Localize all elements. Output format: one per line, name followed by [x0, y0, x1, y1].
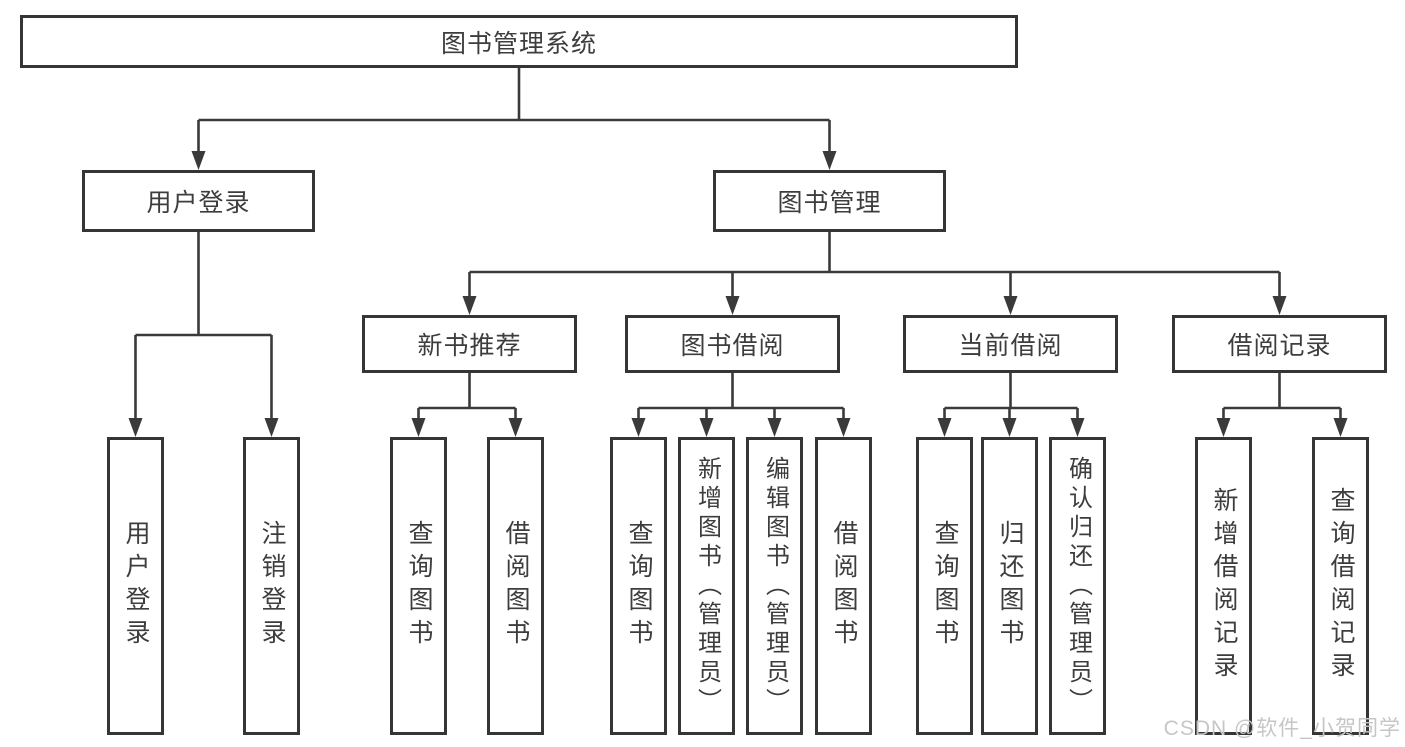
leaf-current-query-books: 查询图书: [916, 437, 973, 735]
node-label: 用户登录: [146, 189, 251, 217]
node-label: 图书管理系统: [440, 29, 597, 58]
node-borrow-records: 借阅记录: [1172, 315, 1387, 373]
leaf-edit-books-admin: 编辑图书（管理员）: [746, 437, 803, 735]
csdn-watermark: CSDN @软件_小贺同学: [1163, 717, 1401, 740]
leaf-borrow-books: 借阅图书: [815, 437, 872, 735]
node-library-management-system: 图书管理系统: [20, 15, 1018, 68]
node-label: 借阅记录: [1227, 332, 1332, 360]
node-label: 注销登录: [258, 520, 286, 652]
node-current-borrow: 当前借阅: [903, 315, 1118, 373]
leaf-recommend-borrow-books: 借阅图书: [487, 437, 544, 735]
node-label: 查询图书: [405, 520, 433, 652]
leaf-query-borrow-record: 查询借阅记录: [1312, 437, 1369, 735]
node-label: 借阅图书: [830, 520, 858, 652]
node-book-management: 图书管理: [713, 170, 946, 232]
node-label: 图书借阅: [680, 332, 785, 360]
node-label: 新增借阅记录: [1210, 487, 1238, 685]
node-label: 查询图书: [931, 520, 959, 652]
leaf-user-login: 用户登录: [107, 437, 164, 735]
leaf-borrow-query-books: 查询图书: [610, 437, 667, 735]
leaf-add-borrow-record: 新增借阅记录: [1195, 437, 1252, 735]
node-label: 新增图书（管理员）: [693, 455, 721, 717]
node-label: 用户登录: [122, 520, 150, 652]
node-label: 当前借阅: [958, 332, 1063, 360]
node-label: 查询图书: [625, 520, 653, 652]
leaf-recommend-query-books: 查询图书: [390, 437, 447, 735]
node-label: 确认归还（管理员）: [1064, 455, 1092, 717]
leaf-return-books: 归还图书: [981, 437, 1038, 735]
node-label: 新书推荐: [417, 332, 522, 360]
node-new-book-recommend: 新书推荐: [362, 315, 577, 373]
node-label: 借阅图书: [502, 520, 530, 652]
arrowheads: [128, 151, 1348, 437]
node-label: 查询借阅记录: [1327, 487, 1355, 685]
node-user-login: 用户登录: [82, 170, 315, 232]
node-label: 归还图书: [996, 520, 1024, 652]
node-label: 图书管理: [777, 189, 882, 217]
leaf-logout: 注销登录: [243, 437, 300, 735]
leaf-add-books-admin: 新增图书（管理员）: [678, 437, 735, 735]
leaf-confirm-return-admin: 确认归还（管理员）: [1049, 437, 1106, 735]
node-label: 编辑图书（管理员）: [761, 455, 789, 717]
node-book-borrow: 图书借阅: [625, 315, 840, 373]
